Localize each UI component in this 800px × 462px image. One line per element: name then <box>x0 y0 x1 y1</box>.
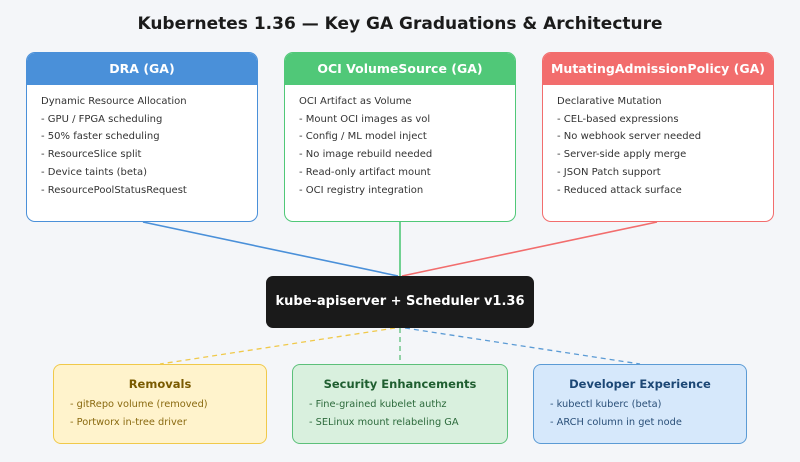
card-oci-volumesource: OCI VolumeSource (GA) OCI Artifact as Vo… <box>284 52 516 222</box>
box-devex-item: - kubectl kuberc (beta) <box>550 399 662 410</box>
card-map-header: MutatingAdmissionPolicy (GA) <box>543 53 773 85</box>
card-dra-lead: Dynamic Resource Allocation <box>41 96 187 107</box>
card-oci-item: - Read-only artifact mount <box>299 166 431 178</box>
card-map-lead: Declarative Mutation <box>557 96 662 107</box>
box-security-item: - Fine-grained kubelet authz <box>309 399 447 410</box>
card-dra: DRA (GA) Dynamic Resource Allocation - G… <box>26 52 258 222</box>
card-map-item: - Reduced attack surface <box>557 184 682 196</box>
box-security-item: - SELinux mount relabeling GA <box>309 417 459 428</box>
card-map-item: - CEL-based expressions <box>557 113 679 125</box>
box-removals: Removals - gitRepo volume (removed) - Po… <box>53 364 267 444</box>
card-map-item: - Server-side apply merge <box>557 149 687 161</box>
card-oci-item: - OCI registry integration <box>299 184 424 196</box>
box-devex-title: Developer Experience <box>569 377 711 391</box>
card-oci-item: - Config / ML model inject <box>299 131 427 143</box>
card-dra-item: - Device taints (beta) <box>41 166 147 178</box>
card-dra-item: - ResourcePoolStatusRequest <box>41 184 187 196</box>
card-oci-item: - No image rebuild needed <box>299 149 433 161</box>
card-mutating-admission-policy: MutatingAdmissionPolicy (GA) Declarative… <box>542 52 774 222</box>
connector-dra <box>142 221 399 277</box>
card-dra-item: - ResourceSlice split <box>41 149 142 161</box>
box-removals-item: - Portworx in-tree driver <box>70 417 187 428</box>
central-node-apiserver: kube-apiserver + Scheduler v1.36 <box>266 276 534 328</box>
card-oci-lead: OCI Artifact as Volume <box>299 96 412 107</box>
card-oci-item: - Mount OCI images as vol <box>299 113 431 125</box>
box-devex-item: - ARCH column in get node <box>550 417 682 428</box>
card-oci-header: OCI VolumeSource (GA) <box>285 53 515 85</box>
box-developer-experience: Developer Experience - kubectl kuberc (b… <box>533 364 747 444</box>
connector-devex <box>404 327 641 365</box>
box-security-enhancements: Security Enhancements - Fine-grained kub… <box>292 364 508 444</box>
card-map-item: - JSON Patch support <box>557 166 661 178</box>
connector-removals <box>159 327 396 365</box>
card-dra-item: - GPU / FPGA scheduling <box>41 113 163 125</box>
card-dra-item: - 50% faster scheduling <box>41 131 160 143</box>
card-map-item: - No webhook server needed <box>557 131 702 143</box>
connector-map <box>401 221 658 277</box>
box-removals-title: Removals <box>128 377 192 391</box>
box-security-title: Security Enhancements <box>323 377 477 391</box>
box-removals-item: - gitRepo volume (removed) <box>70 399 208 410</box>
card-dra-header: DRA (GA) <box>27 53 257 85</box>
diagram-title: Kubernetes 1.36 — Key GA Graduations & A… <box>137 14 663 34</box>
